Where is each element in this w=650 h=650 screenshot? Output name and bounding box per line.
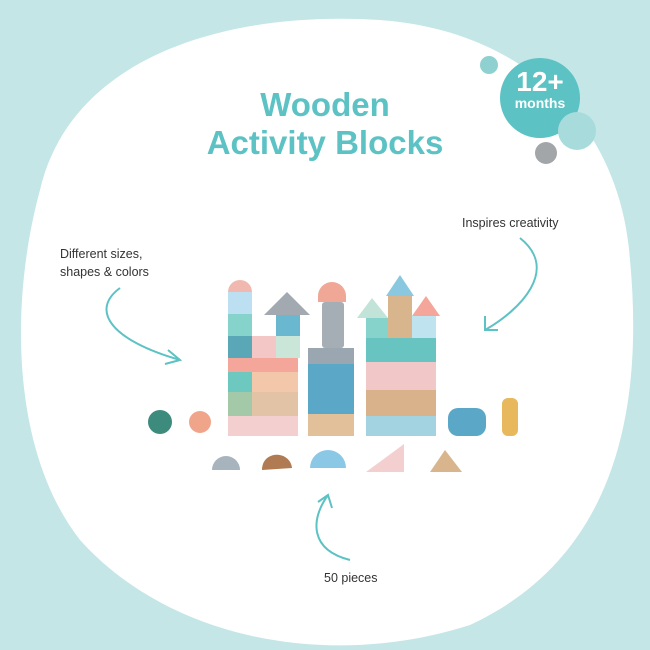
- bubble-decoration: [535, 142, 557, 164]
- age-unit: months: [514, 95, 566, 111]
- arrow-right: [484, 237, 538, 331]
- block-set-image: [148, 275, 518, 472]
- bubble-decoration: [480, 56, 498, 74]
- arrow-bottom: [315, 493, 351, 561]
- title-line-1: Wooden: [260, 86, 390, 123]
- feature-line: Different sizes,: [60, 247, 143, 261]
- bubble-decoration: [558, 112, 596, 150]
- arrow-left: [105, 287, 183, 365]
- feature-pieces: 50 pieces: [324, 571, 378, 585]
- feature-line: shapes & colors: [60, 265, 149, 279]
- feature-creativity: Inspires creativity: [462, 216, 559, 230]
- title-line-2: Activity Blocks: [206, 124, 444, 161]
- age-value: 12+: [516, 66, 564, 97]
- feature-sizes-shapes: Different sizes, shapes & colors: [60, 245, 149, 281]
